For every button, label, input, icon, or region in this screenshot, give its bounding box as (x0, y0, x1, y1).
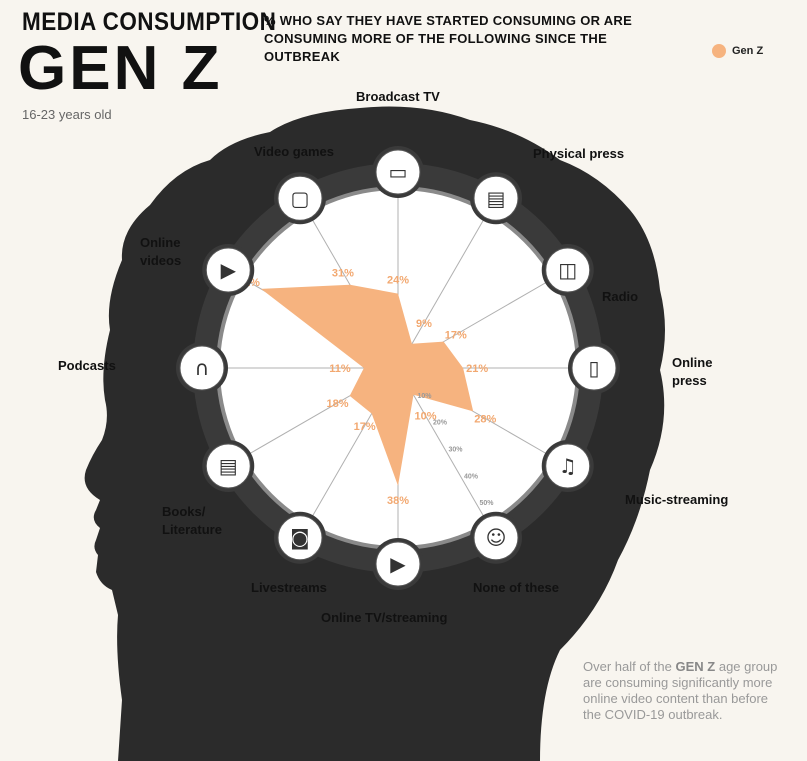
age-note: 16-23 years old (22, 107, 112, 122)
category-label-0: Broadcast TV (356, 89, 440, 104)
value-label-8: 18% (327, 398, 349, 410)
newspaper-icon: ▤ (487, 186, 506, 210)
value-label-2: 17% (445, 330, 467, 342)
category-label-11: Video games (254, 144, 334, 159)
icon-bg-5 (473, 515, 519, 561)
category-label-10: Online videos (140, 235, 182, 268)
video-window-icon: ▶ (221, 258, 237, 282)
footnote: Over half of the GEN Z age group are con… (583, 659, 783, 723)
smartphone-icon: ▯ (588, 356, 599, 380)
footnote-highlight: GEN Z (675, 659, 716, 674)
meditation-icon: ☺ (486, 526, 507, 550)
value-label-0: 24% (387, 275, 409, 287)
legend: Gen Z (712, 44, 763, 58)
value-label-3: 21% (466, 363, 488, 375)
icon-bg-0 (375, 149, 421, 195)
category-label-4: Music-streaming (625, 492, 729, 507)
icon-bg-8 (205, 443, 251, 489)
scale-tick-20: 20% (433, 420, 448, 427)
legend-swatch (712, 44, 726, 58)
icon-bg-1 (473, 175, 519, 221)
footnote-pre: Over half of the (583, 659, 676, 674)
icon-bg-4 (545, 443, 591, 489)
icon-bg-3 (571, 345, 617, 391)
scale-tick-10: 10% (418, 393, 433, 400)
category-label-9: Podcasts (58, 358, 116, 373)
value-label-11: 31% (332, 268, 354, 280)
mobile-game-icon: ▢ (291, 186, 310, 210)
legend-label: Gen Z (732, 45, 764, 57)
category-label-1: Physical press (533, 146, 625, 161)
spoke-1 (397, 213, 488, 369)
headphones-icon: ∩ (195, 356, 210, 380)
title-gen-z: GEN Z (18, 34, 223, 103)
category-label-5: None of these (473, 580, 559, 595)
value-label-5: 10% (414, 411, 436, 423)
value-label-6: 38% (387, 495, 409, 507)
value-label-7: 17% (354, 421, 376, 433)
category-label-7: Livestreams (251, 580, 327, 595)
title-media-consumption: MEDIA CONSUMPTION (22, 8, 277, 36)
livestream-icon: ◙ (290, 526, 309, 550)
chart-subtitle: % WHO SAY THEY HAVE STARTED CONSUMING OR… (264, 13, 633, 64)
scale-tick-40: 40% (464, 473, 479, 480)
icon-bg-6 (375, 541, 421, 587)
series-gen-z-area (261, 284, 474, 486)
value-label-4: 28% (474, 413, 496, 425)
music-notes-icon: ♫ (559, 454, 577, 478)
scale-tick-30: 30% (449, 447, 464, 454)
category-label-3: Online press (672, 355, 713, 388)
books-icon: ▤ (219, 454, 238, 478)
icon-bg-2 (545, 247, 591, 293)
radio-icon: ◫ (558, 258, 577, 282)
icon-bg-7 (277, 515, 323, 561)
value-label-1: 9% (416, 318, 432, 330)
scale-tick-50: 50% (480, 500, 495, 507)
tv-icon: ▭ (389, 160, 408, 184)
footnote-post: age group are consuming significantly mo… (583, 659, 778, 722)
video-player-icon: ▶ (390, 552, 406, 576)
category-label-8: Books/ Literature (162, 504, 222, 537)
category-label-6: Online TV/streaming (321, 610, 448, 625)
icon-bg-9 (179, 345, 225, 391)
category-label-2: Radio (602, 289, 639, 304)
icon-bg-10 (205, 247, 251, 293)
icon-bg-11 (277, 175, 323, 221)
value-label-9: 11% (329, 363, 351, 375)
